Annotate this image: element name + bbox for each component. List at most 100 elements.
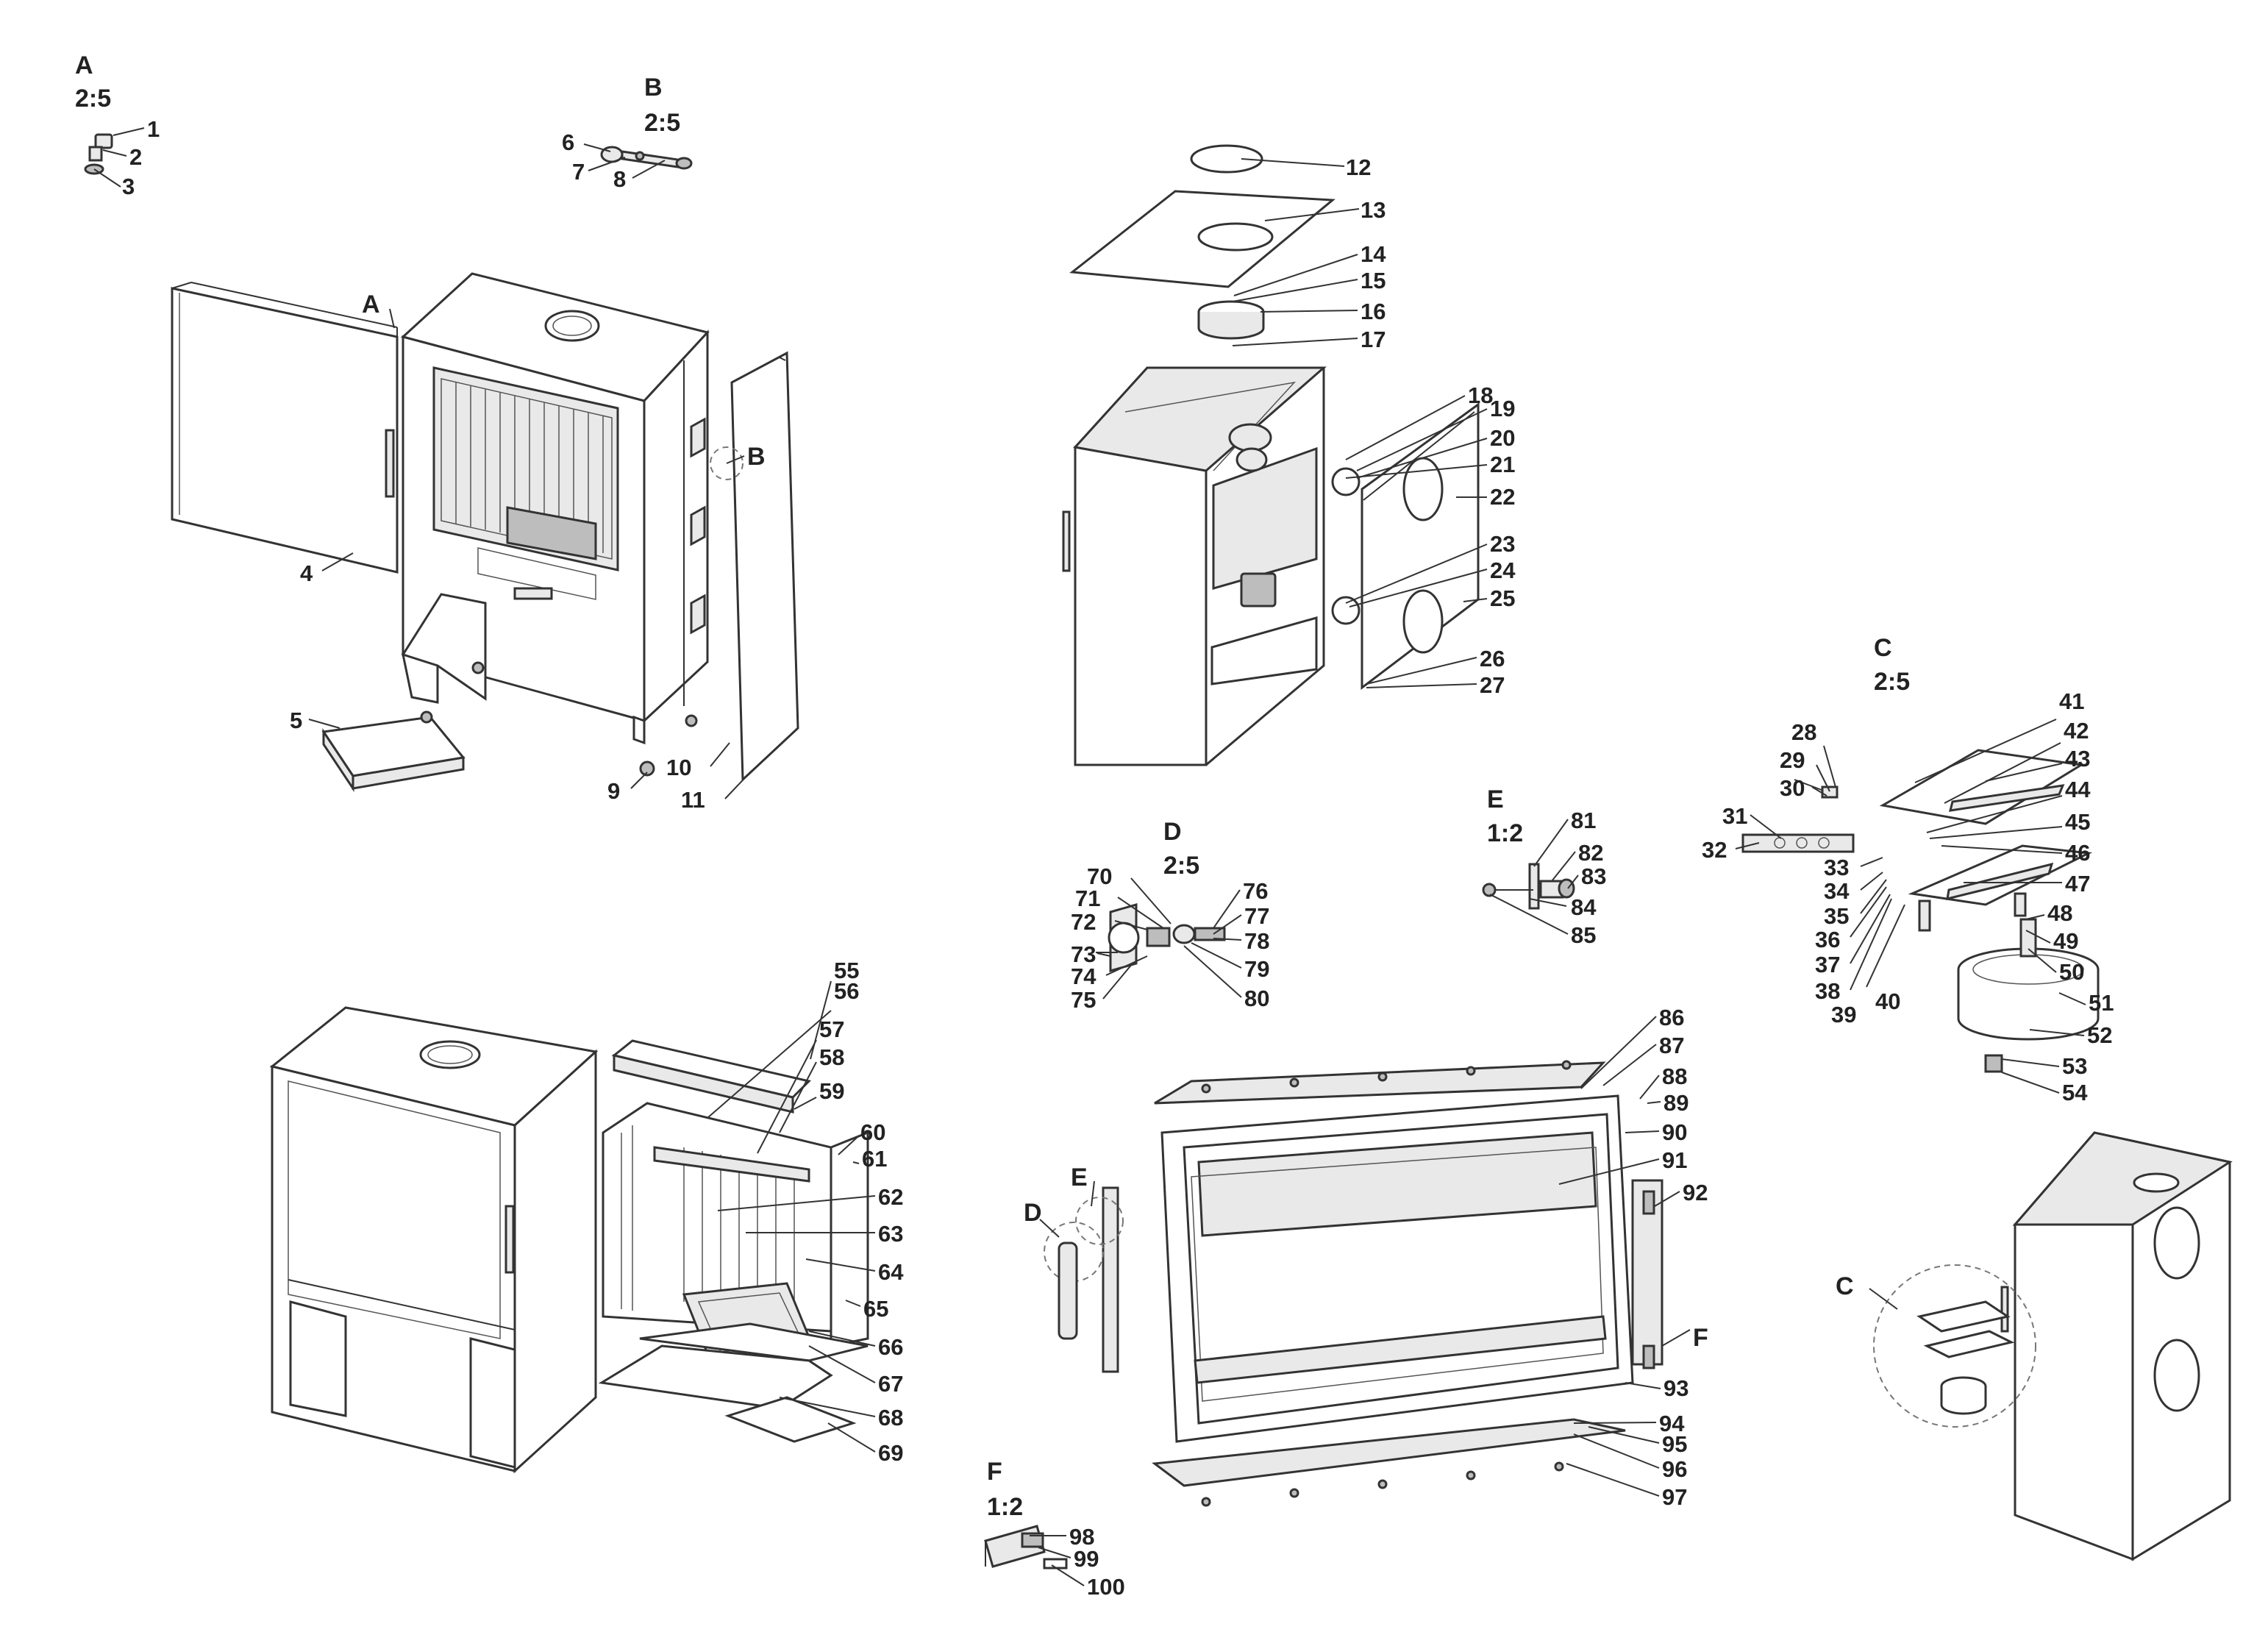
glass-door-assembly: [1044, 1060, 1663, 1507]
part-label-52: 52: [2087, 1022, 2112, 1048]
detail-e-exploded: [1482, 863, 1575, 910]
callout-c: C: [1836, 1272, 1854, 1300]
part-label-19: 19: [1490, 396, 1515, 421]
part-number-labels: 1 2 3 4 5 6 7 8 9 10 11 12 13 14 15 16 1…: [122, 116, 2114, 1600]
part-label-21: 21: [1490, 452, 1515, 477]
detail-b-scale: 2:5: [644, 109, 680, 137]
stove-body-opened: [171, 272, 799, 792]
callout-e: E: [1071, 1164, 1088, 1191]
part-label-42: 42: [2064, 718, 2089, 744]
detail-c-header: C 2:5: [1874, 634, 1910, 696]
part-label-83: 83: [1581, 863, 1606, 889]
callout-letters: A B C D E F: [362, 291, 1854, 1352]
part-label-76: 76: [1243, 878, 1268, 904]
leader-lines: [93, 127, 2086, 1586]
detail-d-exploded: [1096, 903, 1226, 972]
part-label-60: 60: [860, 1119, 885, 1145]
detail-f-letter: F: [987, 1458, 1002, 1486]
detail-c-scale: 2:5: [1874, 668, 1910, 696]
part-label-61: 61: [862, 1146, 887, 1172]
part-label-88: 88: [1662, 1064, 1687, 1089]
part-label-36: 36: [1815, 927, 1840, 952]
part-label-15: 15: [1361, 268, 1386, 293]
detail-a-scale: 2:5: [75, 85, 111, 113]
part-label-57: 57: [819, 1016, 844, 1042]
part-label-39: 39: [1831, 1002, 1856, 1027]
part-label-4: 4: [300, 560, 313, 586]
part-label-31: 31: [1722, 803, 1747, 829]
callout-d: D: [1024, 1199, 1042, 1227]
part-label-92: 92: [1683, 1180, 1708, 1205]
part-label-7: 7: [572, 159, 585, 185]
part-label-34: 34: [1824, 878, 1850, 904]
stove-assembled: [269, 1006, 599, 1474]
part-label-86: 86: [1659, 1005, 1684, 1030]
part-label-65: 65: [863, 1296, 888, 1322]
part-label-6: 6: [562, 129, 574, 155]
part-label-29: 29: [1780, 747, 1805, 773]
part-label-23: 23: [1490, 531, 1515, 557]
part-label-33: 33: [1824, 855, 1849, 880]
detail-c-letter: C: [1874, 634, 1892, 662]
part-label-13: 13: [1361, 197, 1386, 223]
part-label-51: 51: [2089, 990, 2114, 1016]
part-label-56: 56: [834, 978, 859, 1004]
part-label-82: 82: [1578, 840, 1603, 866]
detail-f-scale: 1:2: [987, 1493, 1023, 1521]
part-label-84: 84: [1571, 894, 1597, 920]
part-label-38: 38: [1815, 978, 1840, 1004]
part-label-5: 5: [290, 708, 302, 733]
part-label-55: 55: [834, 958, 859, 983]
part-label-45: 45: [2065, 809, 2090, 835]
part-label-89: 89: [1663, 1090, 1688, 1116]
detail-f-header: F 1:2: [987, 1458, 1023, 1521]
part-label-11: 11: [681, 787, 705, 813]
part-label-41: 41: [2059, 688, 2084, 714]
detail-b-header: B 2:5: [644, 74, 680, 137]
part-label-59: 59: [819, 1078, 844, 1104]
part-label-73: 73: [1071, 941, 1096, 967]
part-label-100: 100: [1087, 1574, 1125, 1600]
frame-screws-top: [1201, 1060, 1572, 1094]
detail-f-hinge: [984, 1525, 1068, 1570]
part-label-46: 46: [2065, 840, 2090, 866]
detail-a-header: A 2:5: [75, 51, 111, 113]
part-label-80: 80: [1244, 986, 1269, 1011]
part-label-81: 81: [1571, 808, 1596, 833]
part-label-79: 79: [1244, 956, 1269, 982]
detail-b-pin: [600, 146, 693, 170]
part-label-64: 64: [878, 1259, 904, 1285]
detail-e-scale: 1:2: [1487, 819, 1523, 847]
part-label-3: 3: [122, 174, 135, 199]
detail-a-letter: A: [75, 51, 93, 79]
part-label-44: 44: [2065, 777, 2091, 802]
part-label-53: 53: [2062, 1053, 2087, 1079]
part-label-25: 25: [1490, 585, 1515, 611]
part-label-69: 69: [878, 1440, 903, 1466]
part-label-63: 63: [878, 1221, 903, 1247]
part-label-98: 98: [1069, 1524, 1094, 1550]
detail-e-header: E 1:2: [1487, 785, 1523, 847]
part-label-16: 16: [1361, 299, 1386, 324]
detail-e-letter: E: [1487, 785, 1504, 813]
detail-a-screw: [84, 133, 113, 175]
part-label-58: 58: [819, 1044, 844, 1070]
stove-back-view: [1873, 1131, 2233, 1561]
part-label-68: 68: [878, 1405, 903, 1431]
part-label-97: 97: [1662, 1484, 1687, 1510]
detail-d-letter: D: [1163, 818, 1182, 846]
part-label-72: 72: [1071, 909, 1096, 935]
part-label-30: 30: [1780, 775, 1805, 801]
part-label-27: 27: [1480, 672, 1505, 698]
part-label-50: 50: [2059, 959, 2084, 985]
part-label-95: 95: [1662, 1431, 1687, 1457]
part-label-93: 93: [1663, 1375, 1688, 1401]
part-label-75: 75: [1071, 987, 1096, 1013]
callout-b: B: [747, 443, 766, 471]
part-label-49: 49: [2053, 928, 2078, 954]
part-label-87: 87: [1659, 1033, 1684, 1058]
part-label-26: 26: [1480, 646, 1505, 671]
part-label-9: 9: [607, 778, 620, 804]
part-label-99: 99: [1074, 1546, 1099, 1572]
